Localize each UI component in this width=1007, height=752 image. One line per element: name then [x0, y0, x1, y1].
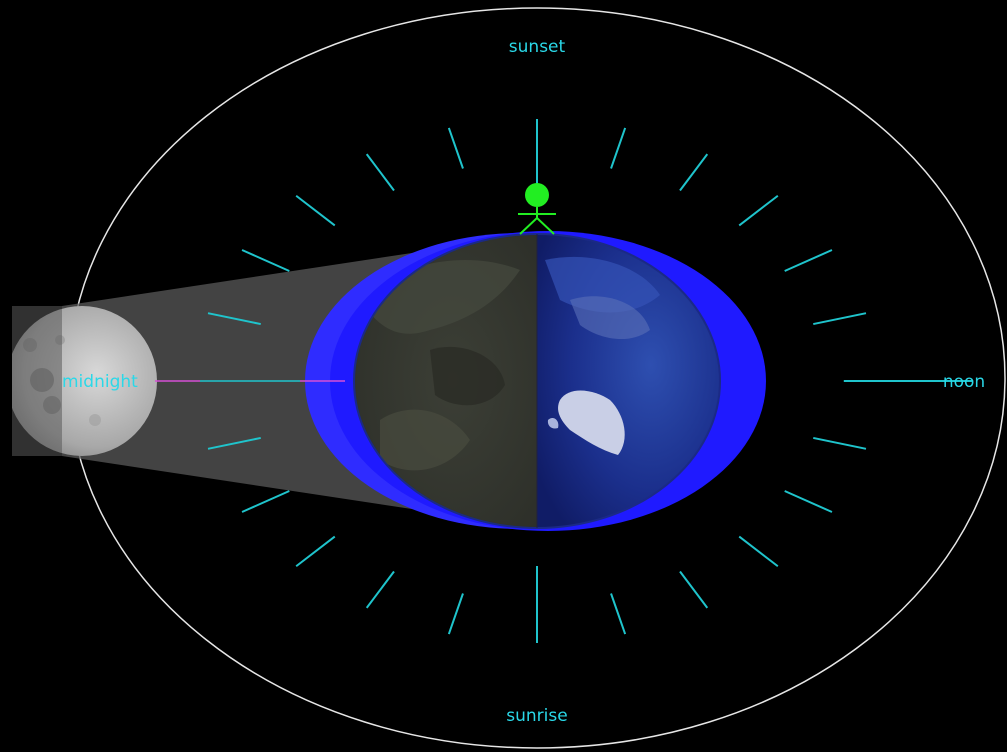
hour-tick: [610, 127, 627, 169]
stick-figure-icon: [518, 183, 556, 235]
hour-tick: [447, 127, 464, 169]
label-sunset: sunset: [509, 37, 566, 57]
hour-tick: [241, 249, 290, 272]
hour-tick: [813, 312, 867, 326]
hour-tick: [738, 535, 779, 568]
label-noon: noon: [943, 372, 985, 392]
hour-tick: [784, 490, 833, 513]
hour-ticks: [207, 119, 973, 643]
hour-tick: [784, 249, 833, 272]
hour-tick: [610, 593, 627, 635]
hour-tick: [241, 490, 290, 513]
hour-tick: [679, 153, 709, 192]
label-sunrise: sunrise: [506, 706, 567, 726]
moon-icon: [12, 306, 157, 456]
hour-tick: [207, 436, 261, 450]
hour-tick: [365, 153, 395, 192]
hour-tick: [813, 436, 867, 450]
hour-tick: [207, 312, 261, 326]
hour-tick: [679, 570, 709, 609]
hour-tick: [295, 194, 336, 227]
hour-tick: [365, 570, 395, 609]
hour-tick: [738, 194, 779, 227]
hour-tick: [447, 593, 464, 635]
label-midnight: midnight: [62, 372, 138, 392]
hour-tick: [295, 535, 336, 568]
